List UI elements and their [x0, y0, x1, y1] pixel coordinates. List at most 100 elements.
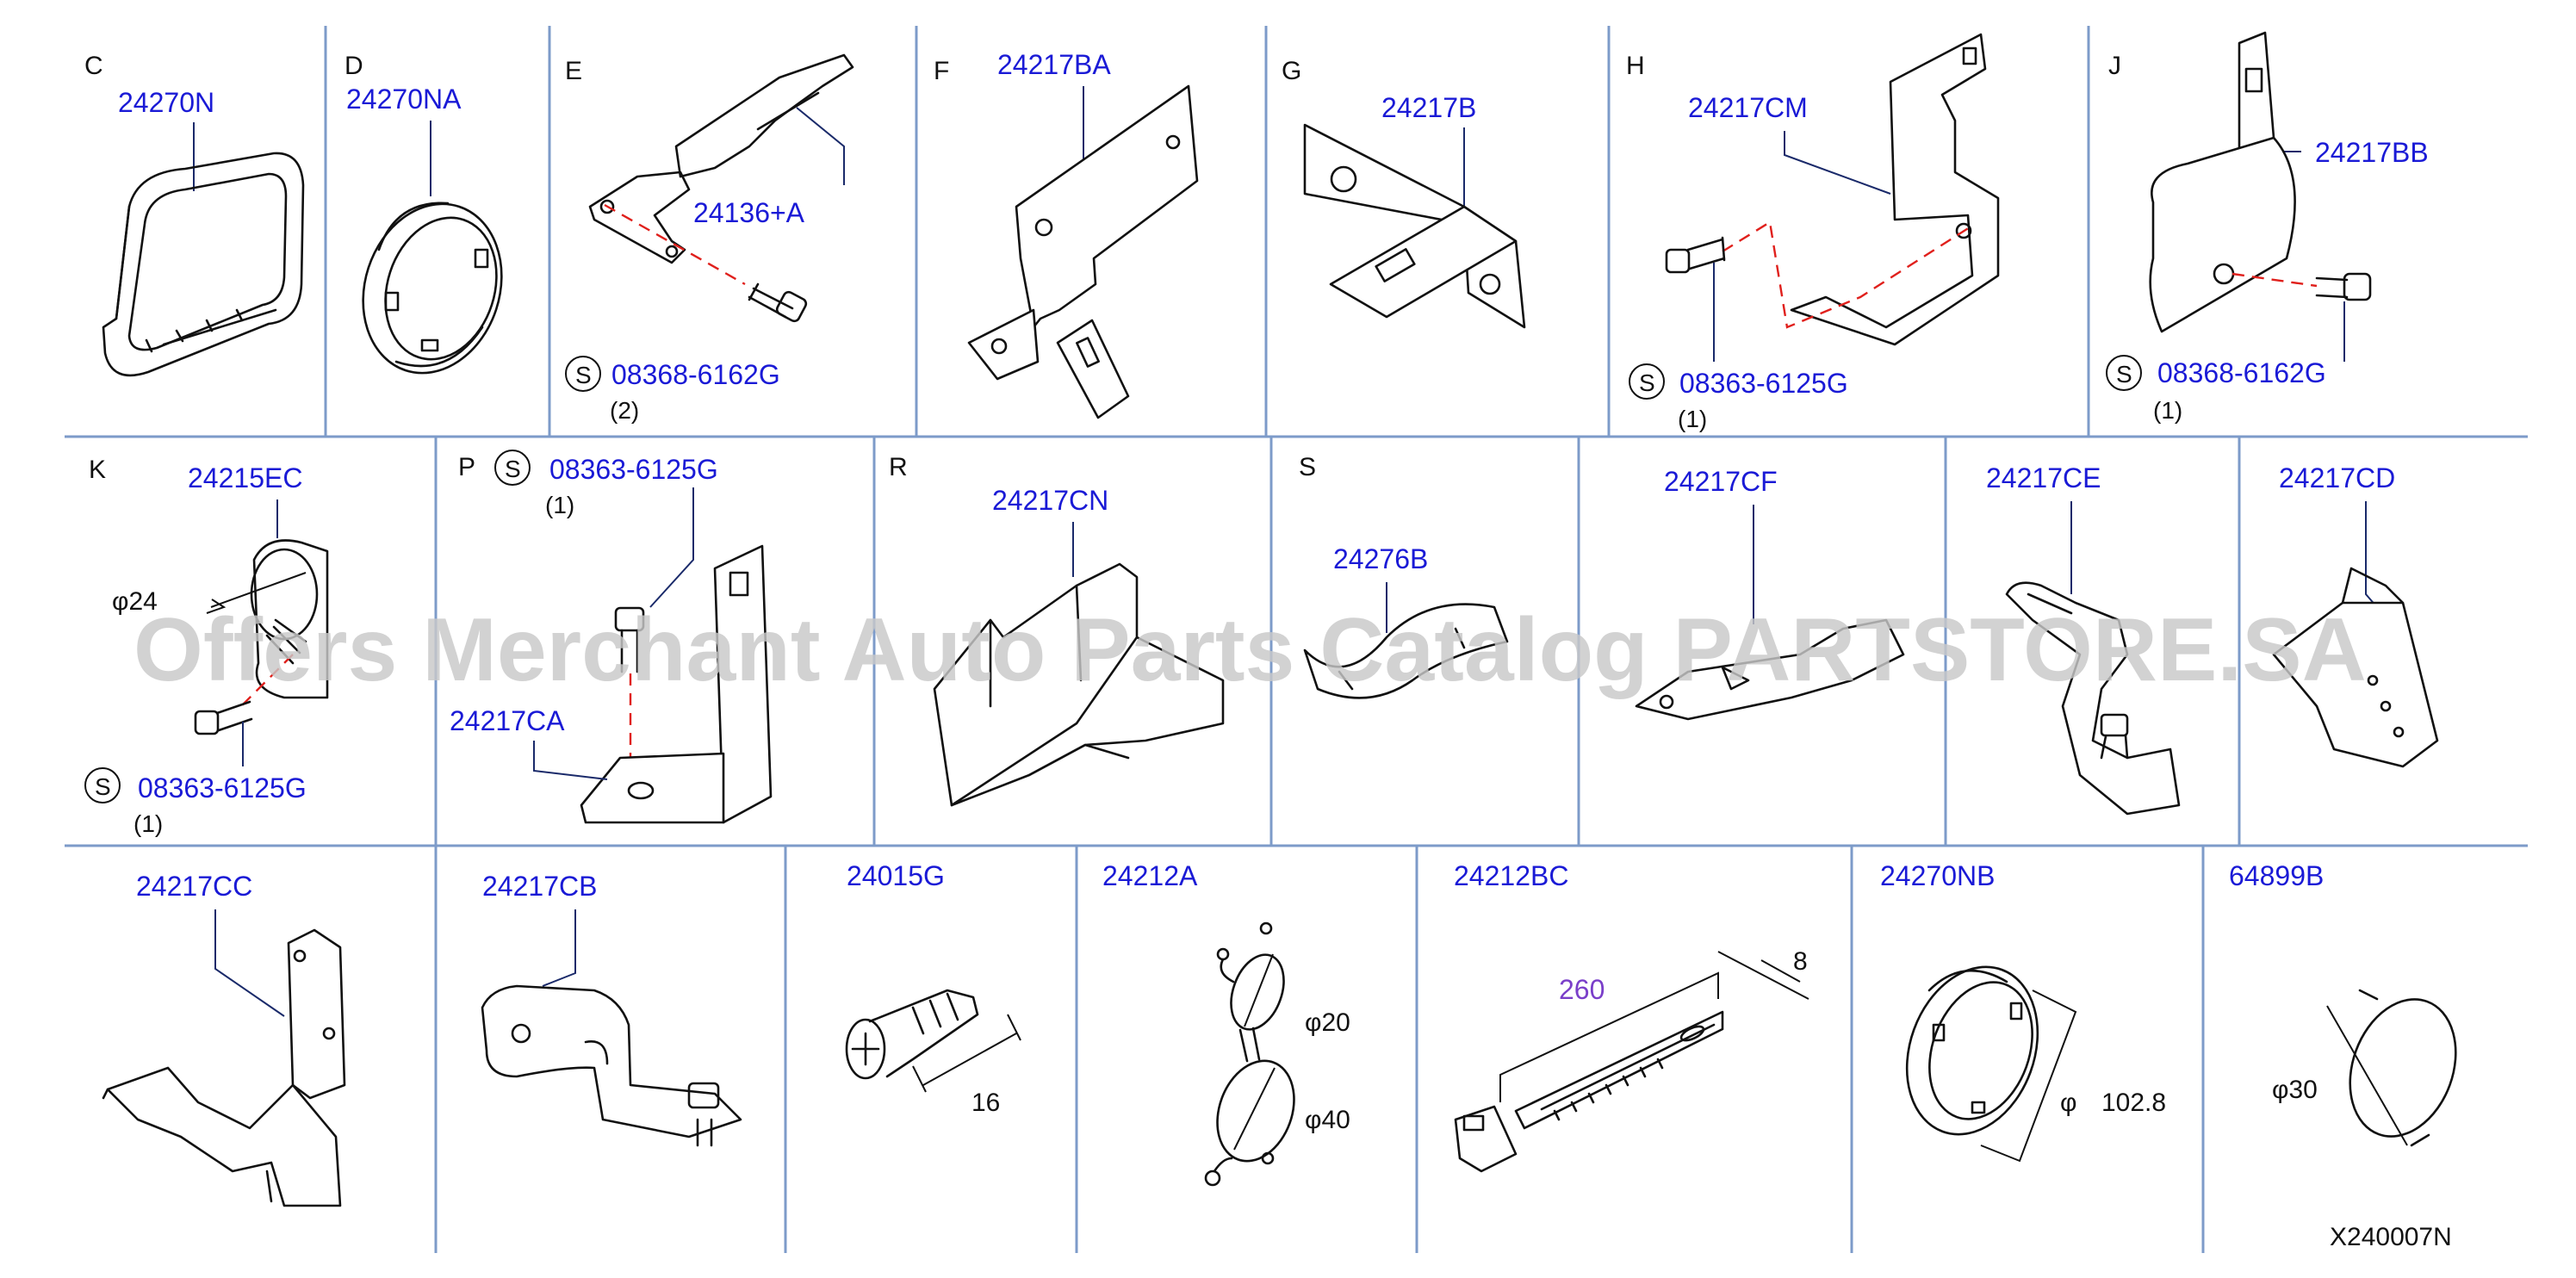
dimension-label: 260 [1559, 974, 1605, 1005]
standard-part-s-icon [494, 450, 531, 486]
grid-lines [65, 26, 2528, 1253]
panel-k: K 24215EC φ24 S 08363-6125G (1) [84, 456, 329, 837]
part-number-label: 24217CD [2279, 462, 2395, 493]
standard-part-s-icon [1629, 363, 1665, 400]
part-number-label: 24217CN [992, 485, 1108, 516]
s-symbol: S [575, 362, 592, 388]
standard-part-s-icon [565, 356, 601, 392]
part-number-label: 24270NA [346, 84, 462, 115]
panel-c: C 24270N [84, 52, 305, 377]
part-number-label: 24136+A [693, 197, 805, 228]
panel-h: H 24217CM S 08363-6125G (1) [1626, 33, 2000, 432]
panel-24212bc: 24212BC 260 8 [1454, 860, 1809, 1173]
panel-24212a: 24212A φ20 φ40 [1102, 860, 1350, 1187]
bracket-part-drawing [588, 53, 854, 264]
panel-g: G 24217B [1282, 57, 1526, 329]
bracket-part-drawing [1635, 618, 1905, 721]
screw-drawing [845, 989, 979, 1080]
part-number-label: 24217CE [1986, 462, 2101, 493]
panel-24217cd: 24217CD [2272, 462, 2439, 768]
panel-24217cf: 24217CF [1635, 466, 1905, 721]
panel-24015g: 24015G 16 [845, 860, 1021, 1117]
bolt-drawing [2315, 272, 2372, 301]
standard-part-s-icon [84, 767, 121, 803]
bracket-part-drawing [933, 562, 1225, 807]
dimension-label: φ24 [112, 587, 158, 616]
grommet-drawing [1905, 965, 2039, 1136]
panel-f: F 24217BA [934, 49, 1199, 419]
dimension-label: 102.8 [2101, 1089, 2166, 1117]
part-number-label: 08368-6162G [2157, 357, 2326, 388]
part-number-label: 24270N [118, 87, 214, 118]
cable-tie-drawing [1454, 1010, 1724, 1173]
s-symbol: S [95, 773, 111, 800]
dimension-label: 8 [1793, 947, 1808, 976]
bracket-part-drawing [102, 928, 346, 1207]
grommet-part-drawing [362, 202, 503, 375]
part-number-label: 24276B [1333, 543, 1428, 574]
bracket-part-drawing [580, 544, 773, 824]
part-number-label: 24217BB [2315, 137, 2429, 168]
part-number-label: 24217CC [136, 871, 252, 902]
bracket-part-drawing [2149, 31, 2296, 333]
part-number-label: 24270NB [1880, 860, 1995, 891]
clip-part-drawing [250, 539, 329, 699]
part-number-label: 08368-6162G [611, 359, 780, 390]
part-number-label: 24217CA [450, 705, 565, 736]
grommet-part-drawing [102, 152, 305, 377]
panel-r: R 24217CN [889, 453, 1225, 807]
panel-letter: F [934, 57, 949, 85]
panel-j: J 24217BB S 08368-6162G (1) [2106, 31, 2429, 424]
dimension-label: φ [2060, 1089, 2076, 1117]
panel-24217ce: 24217CE [1986, 462, 2181, 816]
part-number-label: 24217CM [1688, 92, 1808, 123]
bracket-part-drawing [2272, 567, 2439, 768]
s-symbol: S [2116, 361, 2132, 388]
quantity-label: (1) [133, 810, 163, 837]
panel-letter: H [1626, 52, 1645, 80]
panel-letter: D [345, 52, 363, 80]
dimension-label: φ40 [1305, 1106, 1350, 1134]
s-symbol: S [505, 456, 521, 482]
part-number-label: 08363-6125G [138, 772, 307, 803]
bracket-part-drawing [967, 84, 1199, 419]
part-number-label: 24212BC [1454, 860, 1568, 891]
bolt-drawing [194, 700, 253, 735]
quantity-label: (1) [1678, 406, 1707, 432]
panel-letter: R [889, 453, 908, 481]
panel-p: P S 08363-6125G (1) 24217CA [450, 450, 773, 824]
quantity-label: (2) [610, 397, 639, 424]
panel-24217cc: 24217CC [102, 871, 346, 1207]
bolt-drawing [1665, 236, 1726, 274]
part-number-label: 24215EC [188, 462, 302, 493]
bracket-part-drawing [1790, 33, 2000, 346]
panel-letter: P [458, 453, 475, 481]
part-number-label: 24015G [847, 860, 945, 891]
watermark: Offers Merchant Auto Parts Catalog PARTS… [133, 600, 2367, 700]
drawing-code: X240007N [2330, 1223, 2452, 1251]
standard-part-s-icon [2106, 355, 2142, 391]
s-symbol: S [1639, 369, 1655, 396]
part-number-label: 24217CB [482, 871, 597, 902]
bracket-part-drawing [1303, 123, 1526, 329]
panel-letter: S [1299, 453, 1316, 481]
panel-e: E 24136+A S 08368-6162G (2) [565, 53, 854, 424]
part-number-label: 24217BA [997, 49, 1111, 80]
dimension-label: 16 [971, 1089, 1000, 1117]
clip-part-drawing [1303, 603, 1509, 699]
panel-letter: J [2108, 52, 2121, 80]
part-number-label: 64899B [2229, 860, 2324, 891]
part-number-label: 24212A [1102, 860, 1198, 891]
panel-letter: K [89, 456, 106, 484]
quantity-label: (1) [2153, 397, 2182, 424]
part-number-label: 24217B [1381, 92, 1476, 123]
clamp-drawing [1204, 921, 1295, 1187]
bolt-drawing [614, 606, 645, 673]
panel-24270nb: 24270NB φ 102.8 [1880, 860, 2166, 1163]
panel-letter: C [84, 52, 103, 80]
quantity-label: (1) [545, 492, 574, 518]
panel-letter: E [565, 57, 582, 85]
bracket-part-drawing [2005, 581, 2181, 816]
part-number-label: 08363-6125G [549, 454, 718, 485]
